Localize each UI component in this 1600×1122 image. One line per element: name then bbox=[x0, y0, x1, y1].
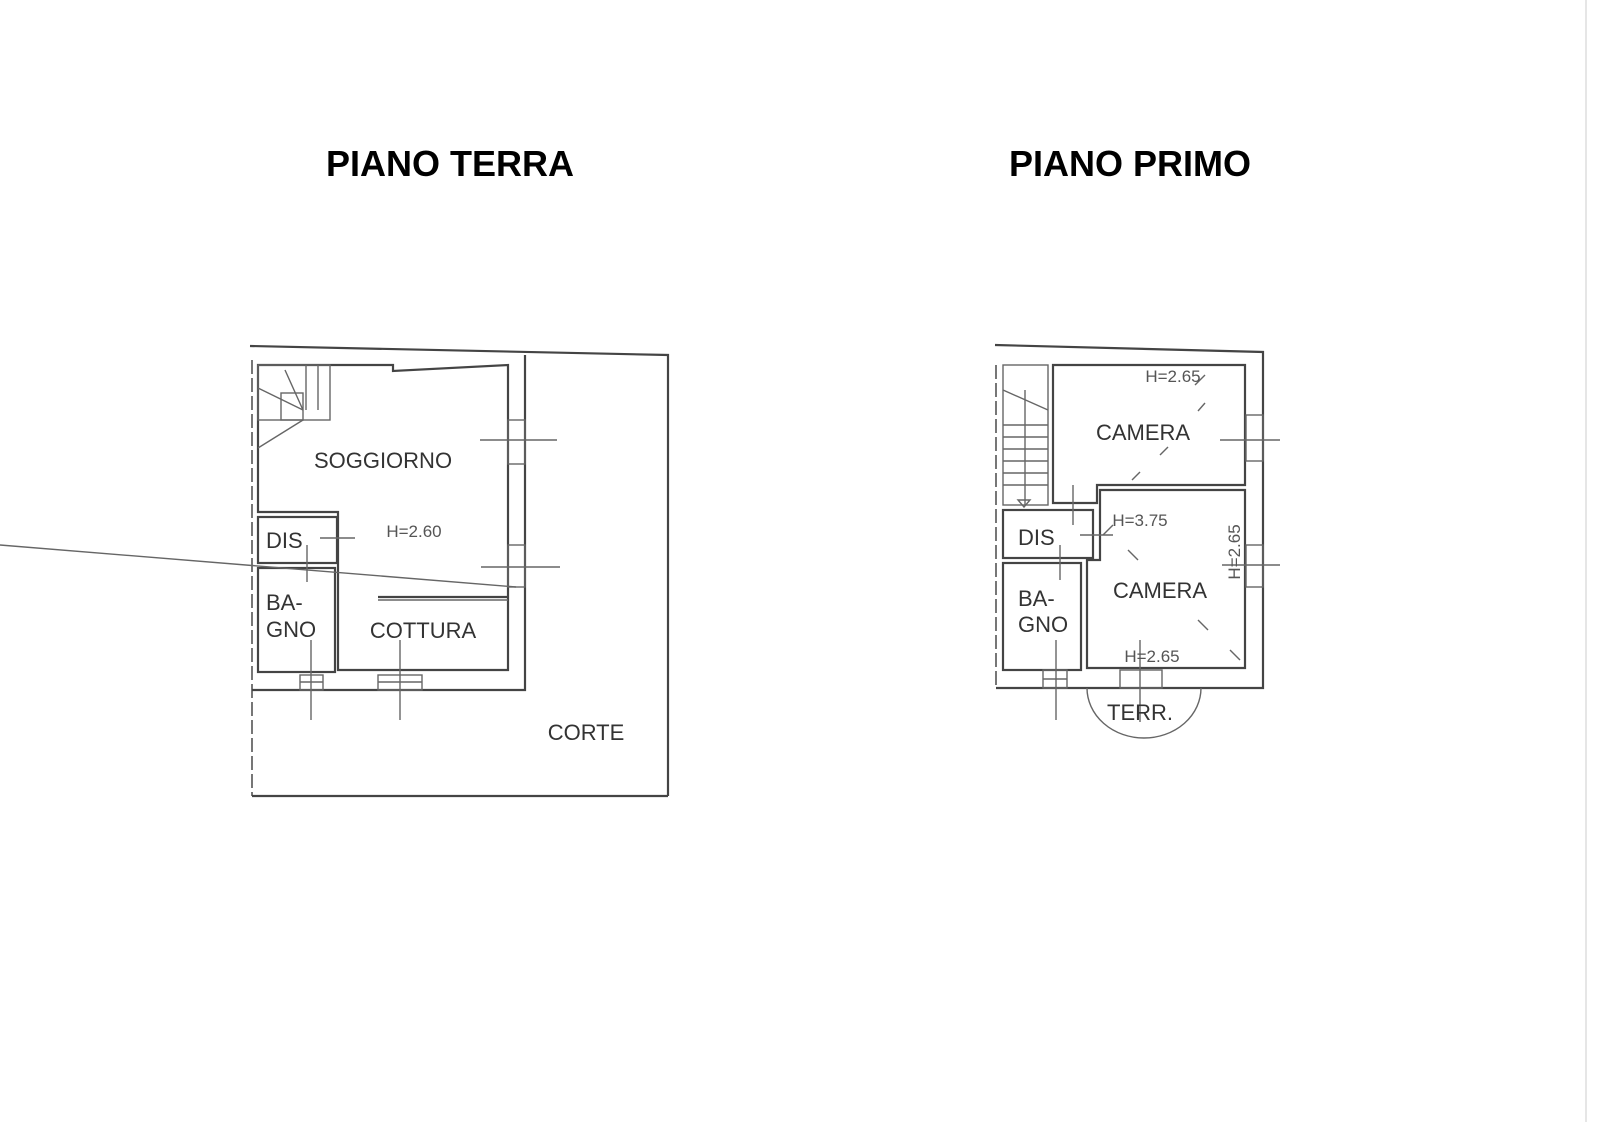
ground-floor-title: PIANO TERRA bbox=[326, 143, 574, 184]
living-room-height: H=2.60 bbox=[386, 522, 441, 541]
terrace-label: TERR. bbox=[1107, 700, 1173, 725]
courtyard-boundary bbox=[249, 344, 670, 796]
kitchen-label: COTTURA bbox=[370, 618, 477, 643]
house-outer-wall bbox=[252, 355, 527, 692]
opening-markers bbox=[1055, 374, 1280, 722]
living-room-walls bbox=[256, 363, 510, 672]
bedroom-top-label: CAMERA bbox=[1096, 420, 1190, 445]
first-floor-hall-room bbox=[1001, 508, 1095, 560]
hall-height: H=3.75 bbox=[1112, 511, 1167, 530]
first-floor-plan: H=2.65 CAMERA H=3.75 DIS CAMERA H=2.65 H… bbox=[994, 343, 1280, 739]
bedroom-bottom-walls bbox=[1085, 488, 1247, 670]
living-room-label: SOGGIORNO bbox=[314, 448, 452, 473]
stair-icon bbox=[1002, 364, 1049, 509]
bathroom-label-2: GNO bbox=[266, 617, 316, 642]
bedroom-bottom-side-height: H=2.65 bbox=[1225, 524, 1244, 579]
bedroom-top-height: H=2.65 bbox=[1145, 367, 1200, 386]
stair-icon bbox=[257, 364, 331, 449]
bathroom-room bbox=[256, 566, 337, 674]
bedroom-top-walls bbox=[1051, 363, 1247, 505]
hall-room bbox=[256, 515, 339, 565]
hall-label: DIS bbox=[266, 528, 303, 553]
opening-markers bbox=[306, 439, 560, 720]
first-floor-bathroom-label-1: BA- bbox=[1018, 586, 1055, 611]
first-floor-title: PIANO PRIMO bbox=[1009, 143, 1251, 184]
first-floor-bathroom-label-2: GNO bbox=[1018, 612, 1068, 637]
first-floor-hall-label: DIS bbox=[1018, 525, 1055, 550]
first-floor-bathroom-room bbox=[1001, 561, 1083, 672]
window-icon bbox=[1042, 414, 1264, 689]
bedroom-bottom-label: CAMERA bbox=[1113, 578, 1207, 603]
ground-floor-plan: SOGGIORNO H=2.60 DIS BA- GNO COTTURA COR… bbox=[0, 344, 670, 798]
bathroom-label-1: BA- bbox=[266, 590, 303, 615]
bedroom-bottom-height: H=2.65 bbox=[1124, 647, 1179, 666]
terrace-outline bbox=[1086, 687, 1202, 739]
courtyard-label: CORTE bbox=[548, 720, 625, 745]
